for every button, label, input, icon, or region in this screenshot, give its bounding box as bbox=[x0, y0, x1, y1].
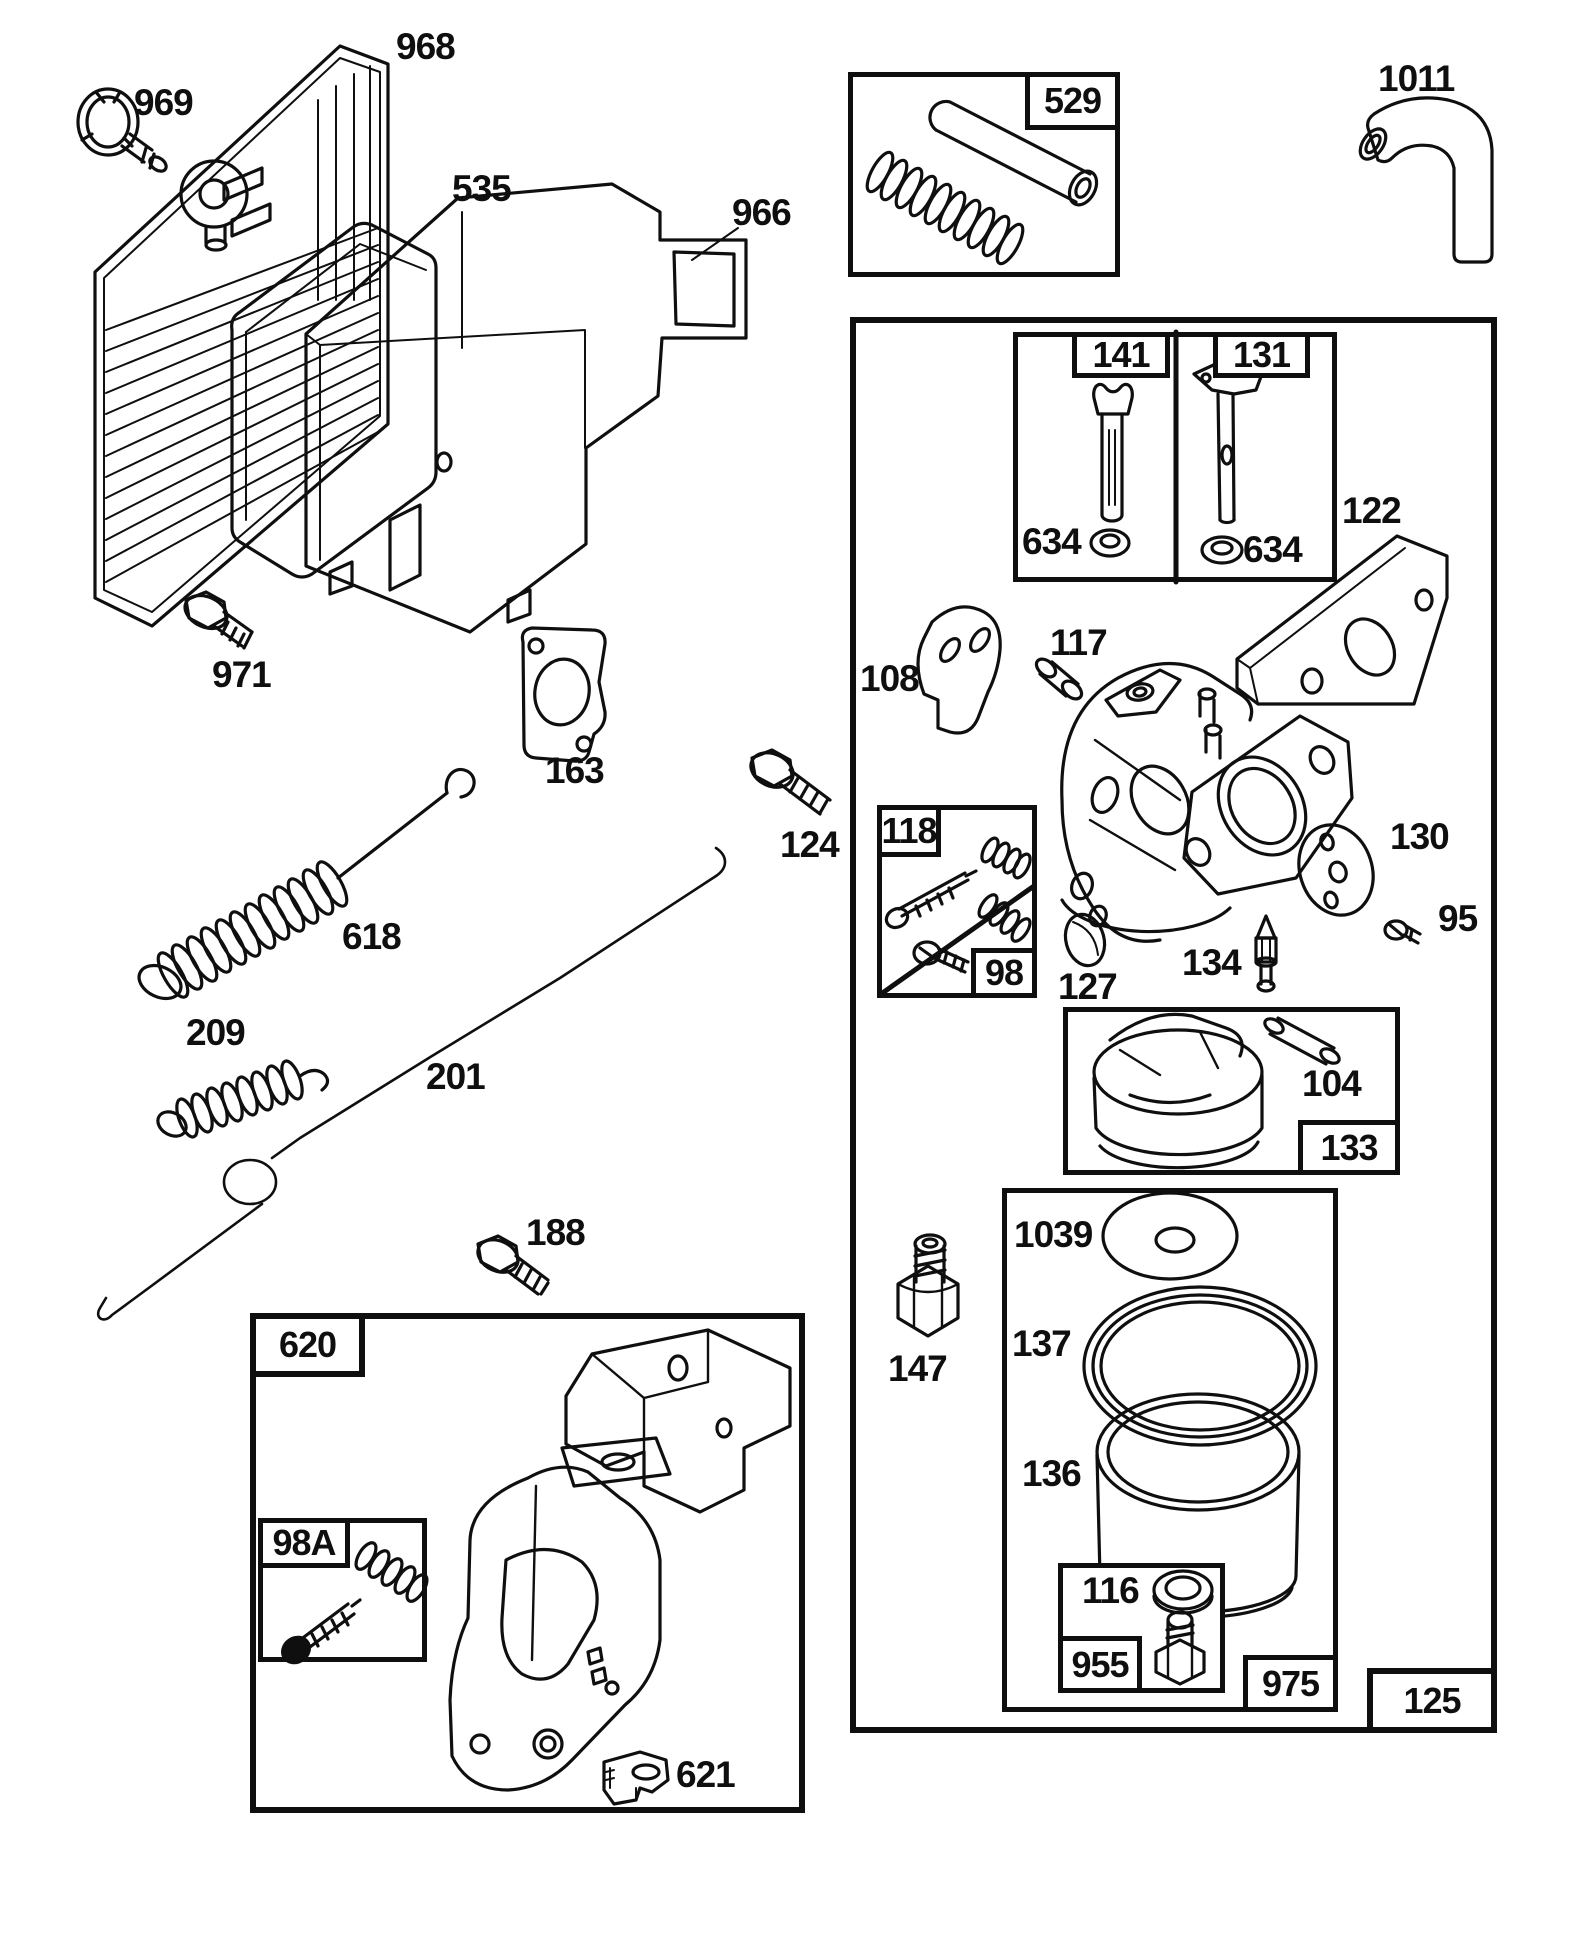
spacer-bracket-122 bbox=[1235, 534, 1449, 706]
throttle-shaft-141 bbox=[1089, 382, 1134, 558]
bowl-bolt-955 bbox=[1154, 1610, 1206, 1686]
screw-95 bbox=[1383, 919, 1422, 945]
part-label-box-975: 975 bbox=[1243, 1655, 1338, 1712]
bowl-nut-147 bbox=[896, 1233, 960, 1338]
part-label-box-133: 133 bbox=[1298, 1120, 1400, 1175]
pin-117 bbox=[1034, 657, 1084, 701]
part-label-box-125: 125 bbox=[1367, 1668, 1497, 1733]
part-label-1011: 1011 bbox=[1378, 58, 1455, 99]
part-label-122: 122 bbox=[1342, 490, 1402, 531]
part-label-1039: 1039 bbox=[1014, 1214, 1093, 1255]
flange-bolt-971 bbox=[183, 590, 254, 650]
part-label-116: 116 bbox=[1082, 1570, 1140, 1611]
part-label-box-955: 955 bbox=[1058, 1636, 1142, 1693]
stop-plate-108 bbox=[916, 605, 1002, 735]
wing-knob-969 bbox=[76, 87, 168, 173]
governor-spring-618 bbox=[137, 767, 476, 1001]
throttle-link-rod-201 bbox=[96, 846, 727, 1321]
flange-bolt-124 bbox=[749, 748, 832, 816]
part-label-box-98A: 98A bbox=[258, 1518, 350, 1568]
filter-element-535 bbox=[230, 221, 438, 579]
part-label-95: 95 bbox=[1438, 898, 1478, 939]
part-label-box-529: 529 bbox=[1025, 72, 1120, 130]
box-divider-118-98 bbox=[878, 883, 1037, 997]
link-spring-209 bbox=[156, 1059, 330, 1139]
part-label-618: 618 bbox=[342, 916, 402, 957]
part-label-634-right: 634 bbox=[1243, 529, 1303, 570]
control-bracket-assembly-620 bbox=[448, 1328, 792, 1792]
part-label-971: 971 bbox=[212, 654, 272, 695]
throttle-slide-133 bbox=[1092, 1012, 1341, 1170]
part-label-969: 969 bbox=[134, 82, 194, 123]
part-label-130: 130 bbox=[1390, 816, 1450, 857]
part-label-117: 117 bbox=[1050, 622, 1108, 663]
needle-valve-134 bbox=[1254, 914, 1278, 993]
part-label-104: 104 bbox=[1302, 1063, 1362, 1104]
part-label-box-118: 118 bbox=[877, 805, 941, 857]
part-label-209: 209 bbox=[186, 1012, 246, 1053]
part-label-134: 134 bbox=[1182, 942, 1242, 983]
part-label-box-98: 98 bbox=[971, 948, 1037, 998]
part-label-188: 188 bbox=[526, 1212, 586, 1253]
carburetor-gasket-163 bbox=[520, 626, 607, 763]
part-label-box-131: 131 bbox=[1213, 332, 1310, 378]
part-label-201: 201 bbox=[426, 1056, 486, 1097]
part-label-108: 108 bbox=[860, 658, 920, 699]
breather-hose-1011 bbox=[1358, 96, 1494, 264]
part-label-137: 137 bbox=[1012, 1323, 1072, 1364]
part-label-127: 127 bbox=[1058, 966, 1118, 1007]
bowl-gasket-1039 bbox=[1101, 1191, 1239, 1281]
part-label-535: 535 bbox=[452, 168, 512, 209]
part-label-box-141: 141 bbox=[1072, 332, 1170, 378]
washer-116 bbox=[1152, 1569, 1214, 1615]
part-label-634-left: 634 bbox=[1022, 521, 1082, 562]
welch-plug-127 bbox=[1063, 912, 1107, 968]
o-ring-137 bbox=[1082, 1285, 1318, 1447]
part-label-147: 147 bbox=[888, 1348, 948, 1389]
flange-bolt-188 bbox=[476, 1234, 550, 1296]
choke-plate-130 bbox=[1297, 823, 1375, 917]
part-label-163: 163 bbox=[545, 750, 605, 791]
air-cleaner-cover-966 bbox=[304, 182, 748, 634]
part-label-621: 621 bbox=[676, 1754, 736, 1795]
part-label-124: 124 bbox=[780, 824, 840, 865]
part-label-136: 136 bbox=[1022, 1453, 1082, 1494]
part-label-968: 968 bbox=[396, 26, 456, 67]
air-cleaner-base-968 bbox=[93, 44, 390, 628]
part-label-box-620: 620 bbox=[250, 1313, 365, 1377]
cable-clip-621 bbox=[602, 1750, 670, 1806]
tube-and-spring-529 bbox=[865, 99, 1099, 266]
carburetor-body bbox=[1060, 661, 1354, 943]
part-label-966: 966 bbox=[732, 192, 792, 233]
